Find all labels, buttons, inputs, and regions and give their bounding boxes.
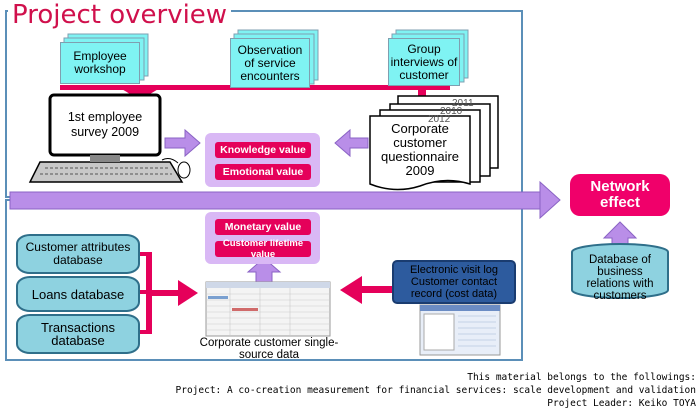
footer-line-2: Project: A co-creation measurement for f… — [175, 385, 696, 396]
knowledge-value-label: Knowledge value — [215, 142, 311, 158]
observation-box: Observation of service encounters — [230, 38, 310, 88]
monetary-value-label: Monetary value — [215, 219, 311, 235]
network-effect-box: Network effect — [570, 174, 670, 216]
down-stem-right — [418, 88, 426, 98]
arrow-relations-to-network — [602, 221, 638, 247]
employee-survey-label: 1st employee survey 2009 — [67, 110, 143, 139]
customer-attributes-db: Customer attributes database — [16, 234, 140, 274]
emotional-value-label: Emotional value — [215, 164, 311, 180]
footer-line-3: Project Leader: Keiko TOYA — [547, 398, 696, 409]
page-title: Project overview — [8, 0, 232, 30]
relations-db-body — [571, 252, 669, 299]
arrow-employee-to-values — [164, 128, 201, 158]
relations-db-label: Database of business relations with cust… — [586, 254, 654, 302]
year-tag: 2010 — [440, 106, 463, 117]
visit-log-box: Electronic visit log Customer contact re… — [392, 260, 516, 304]
questionnaire-stack — [369, 95, 499, 191]
transactions-db: Transactions database — [16, 314, 140, 354]
footer-line-1: This material belongs to the followings: — [467, 372, 696, 383]
customer-lifetime-value-label: Customer lifetime value — [215, 238, 311, 260]
customer-questionnaire-label: Corporate customer questionnaire 2009 — [380, 121, 460, 178]
visit-log-connector — [360, 286, 392, 293]
visit-log-arrow — [340, 276, 362, 304]
network-arrow-shaft — [9, 191, 541, 210]
loans-db: Loans database — [16, 276, 140, 312]
year-tag: 2012 — [428, 114, 451, 125]
db-connectors — [140, 252, 198, 334]
visit-log-image — [419, 304, 501, 356]
single-source-table-image — [205, 281, 331, 337]
arrow-customer-to-values — [334, 128, 369, 158]
employee-workshop-box: Employee workshop — [60, 42, 140, 84]
year-tag: 2011 — [452, 98, 474, 109]
network-arrow-head — [539, 180, 561, 220]
group-interviews-box: Group interviews of customer — [388, 38, 460, 86]
single-source-caption: Corporate customer single-source data — [199, 337, 339, 361]
computer-icon — [28, 93, 191, 183]
